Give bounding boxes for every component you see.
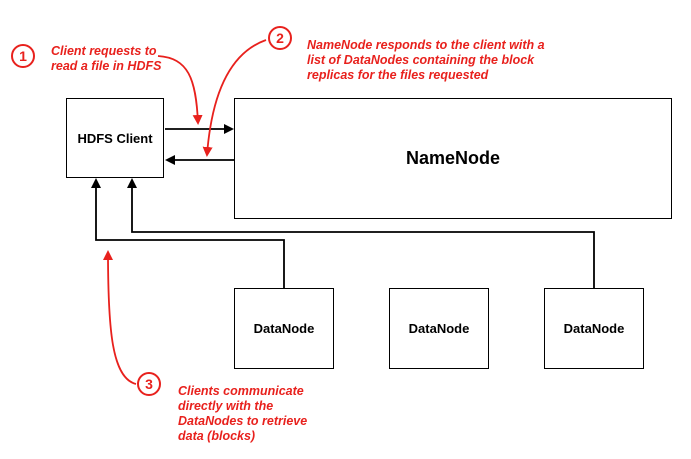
datanode-label-3: DataNode	[563, 321, 625, 336]
step-3-badge: 3	[137, 372, 161, 396]
datanode-3-connector	[127, 178, 595, 288]
step-1-callout: Client requests to read a file in HDFS	[51, 44, 161, 74]
hdfs-client-label: HDFS Client	[77, 130, 153, 146]
step-3-line-2: directly with the	[178, 399, 274, 413]
step-3-callout: Clients communicate directly with the Da…	[178, 384, 307, 444]
step-3-line-3: DataNodes to retrieve	[178, 414, 308, 428]
step-2-badge: 2	[268, 26, 292, 50]
callout-2-curve	[202, 39, 267, 157]
namenode-box: NameNode	[234, 98, 672, 219]
callout-3-curve	[103, 250, 137, 385]
step-2-line-3: replicas for the files requested	[307, 68, 489, 82]
step-1-line-2: read a file in HDFS	[51, 59, 162, 73]
step-2-number: 2	[276, 30, 284, 46]
datanode-label-1: DataNode	[253, 321, 315, 336]
step-3-line-4: data (blocks)	[178, 429, 256, 443]
datanode-box-1: DataNode	[234, 288, 334, 369]
step-2-line-1: NameNode responds to the client with a	[307, 38, 545, 52]
step-3-number: 3	[145, 376, 153, 392]
datanode-box-2: DataNode	[389, 288, 489, 369]
datanode-label-2: DataNode	[408, 321, 470, 336]
step-3-line-1: Clients communicate	[178, 384, 304, 398]
namenode-label: NameNode	[405, 148, 501, 168]
step-2-line-2: list of DataNodes containing the block	[307, 53, 535, 67]
hdfs-client-box: HDFS Client	[66, 98, 164, 178]
datanode-1-connector	[91, 178, 285, 288]
step-1-badge: 1	[11, 44, 35, 68]
step-1-number: 1	[19, 48, 27, 64]
step-1-line-1: Client requests to	[51, 44, 157, 58]
step-2-callout: NameNode responds to the client with a l…	[307, 38, 545, 83]
datanode-box-3: DataNode	[544, 288, 644, 369]
callout-1-curve	[157, 55, 203, 125]
